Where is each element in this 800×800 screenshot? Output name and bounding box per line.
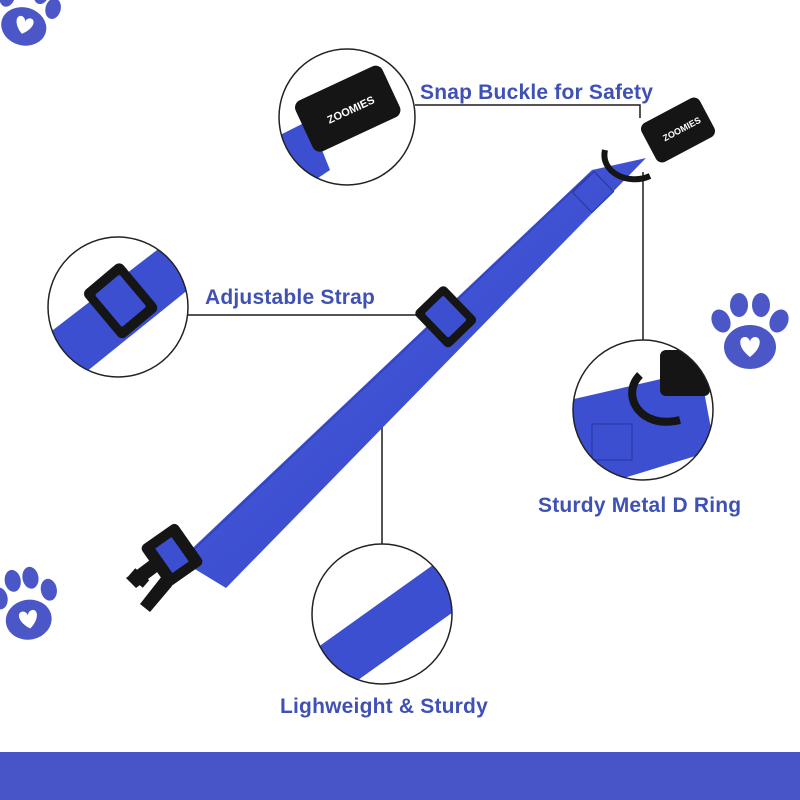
paw-print-icon: [0, 566, 57, 640]
snap-buckle-male: [126, 523, 203, 612]
collar-strap: [180, 158, 646, 588]
snap-buckle-female: ZOOMIES: [641, 97, 715, 163]
heart-icon: [740, 337, 760, 357]
adjuster-slide: [415, 286, 477, 348]
feature-label-d-ring: Sturdy Metal D Ring: [538, 494, 742, 517]
feature-label-snap-buckle: Snap Buckle for Safety: [420, 81, 654, 104]
feature-label-adjustable-strap: Adjustable Strap: [205, 286, 376, 309]
callout-buckle: ZOOMIES: [278, 48, 416, 186]
callout-dring: [572, 339, 714, 481]
callout-lightweight: [311, 543, 453, 685]
heart-icon: [16, 15, 34, 34]
footer-band: [0, 752, 800, 800]
heart-icon: [18, 609, 37, 629]
callout-strap: [47, 236, 189, 378]
connector-lines: [188, 104, 644, 544]
d-ring: [601, 149, 652, 183]
connector-buckle: [415, 104, 641, 118]
paw-print-icon: [0, 0, 61, 46]
paw-print-icon: [711, 293, 789, 369]
collar: ZOOMIES: [126, 97, 715, 612]
feature-label-lightweight: Lighweight & Sturdy: [280, 695, 488, 718]
